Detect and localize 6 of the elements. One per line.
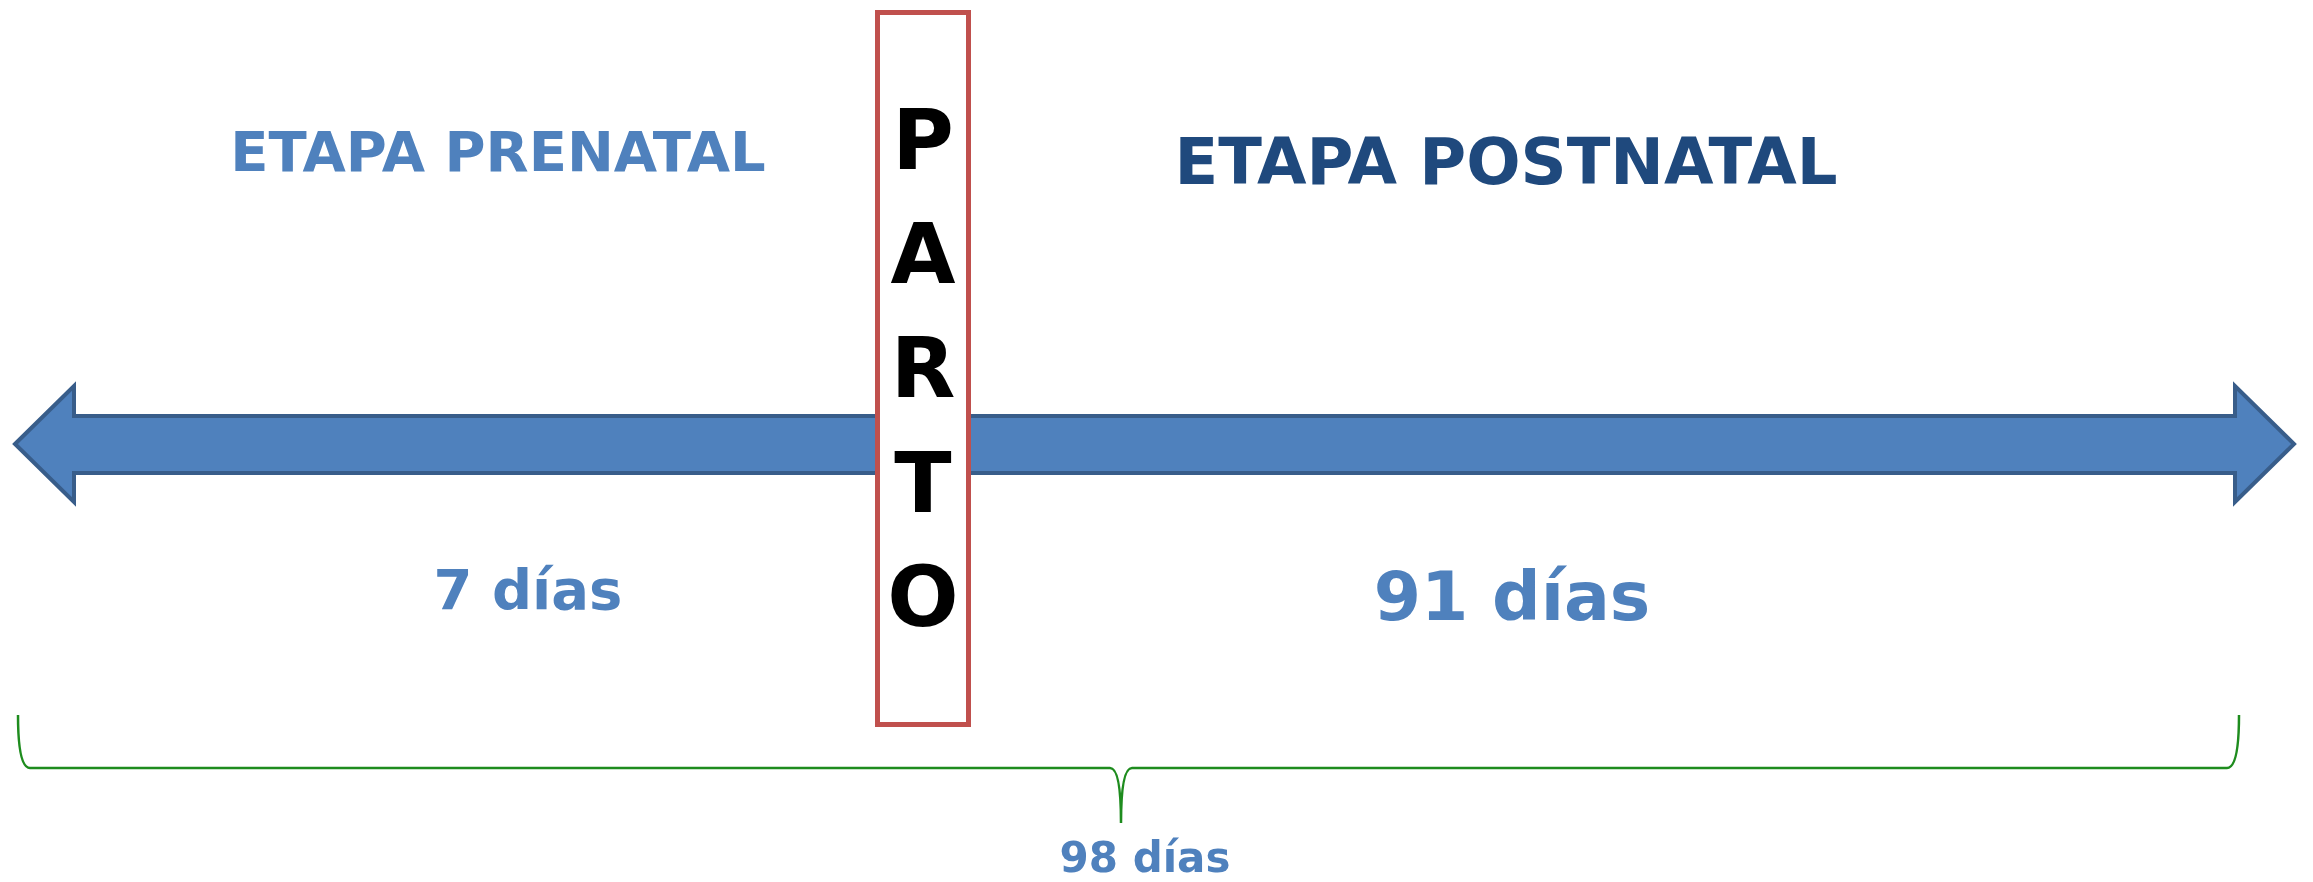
total-duration-label: 98 días <box>1059 837 1231 879</box>
stage-heading: ETAPA PRENATAL <box>230 124 766 180</box>
stage-heading: ETAPA POSTNATAL <box>1174 130 1838 194</box>
duration-label: 7 días <box>433 562 623 618</box>
duration-label: 91 días <box>1373 563 1651 631</box>
birth-box: PARTO <box>875 10 971 727</box>
